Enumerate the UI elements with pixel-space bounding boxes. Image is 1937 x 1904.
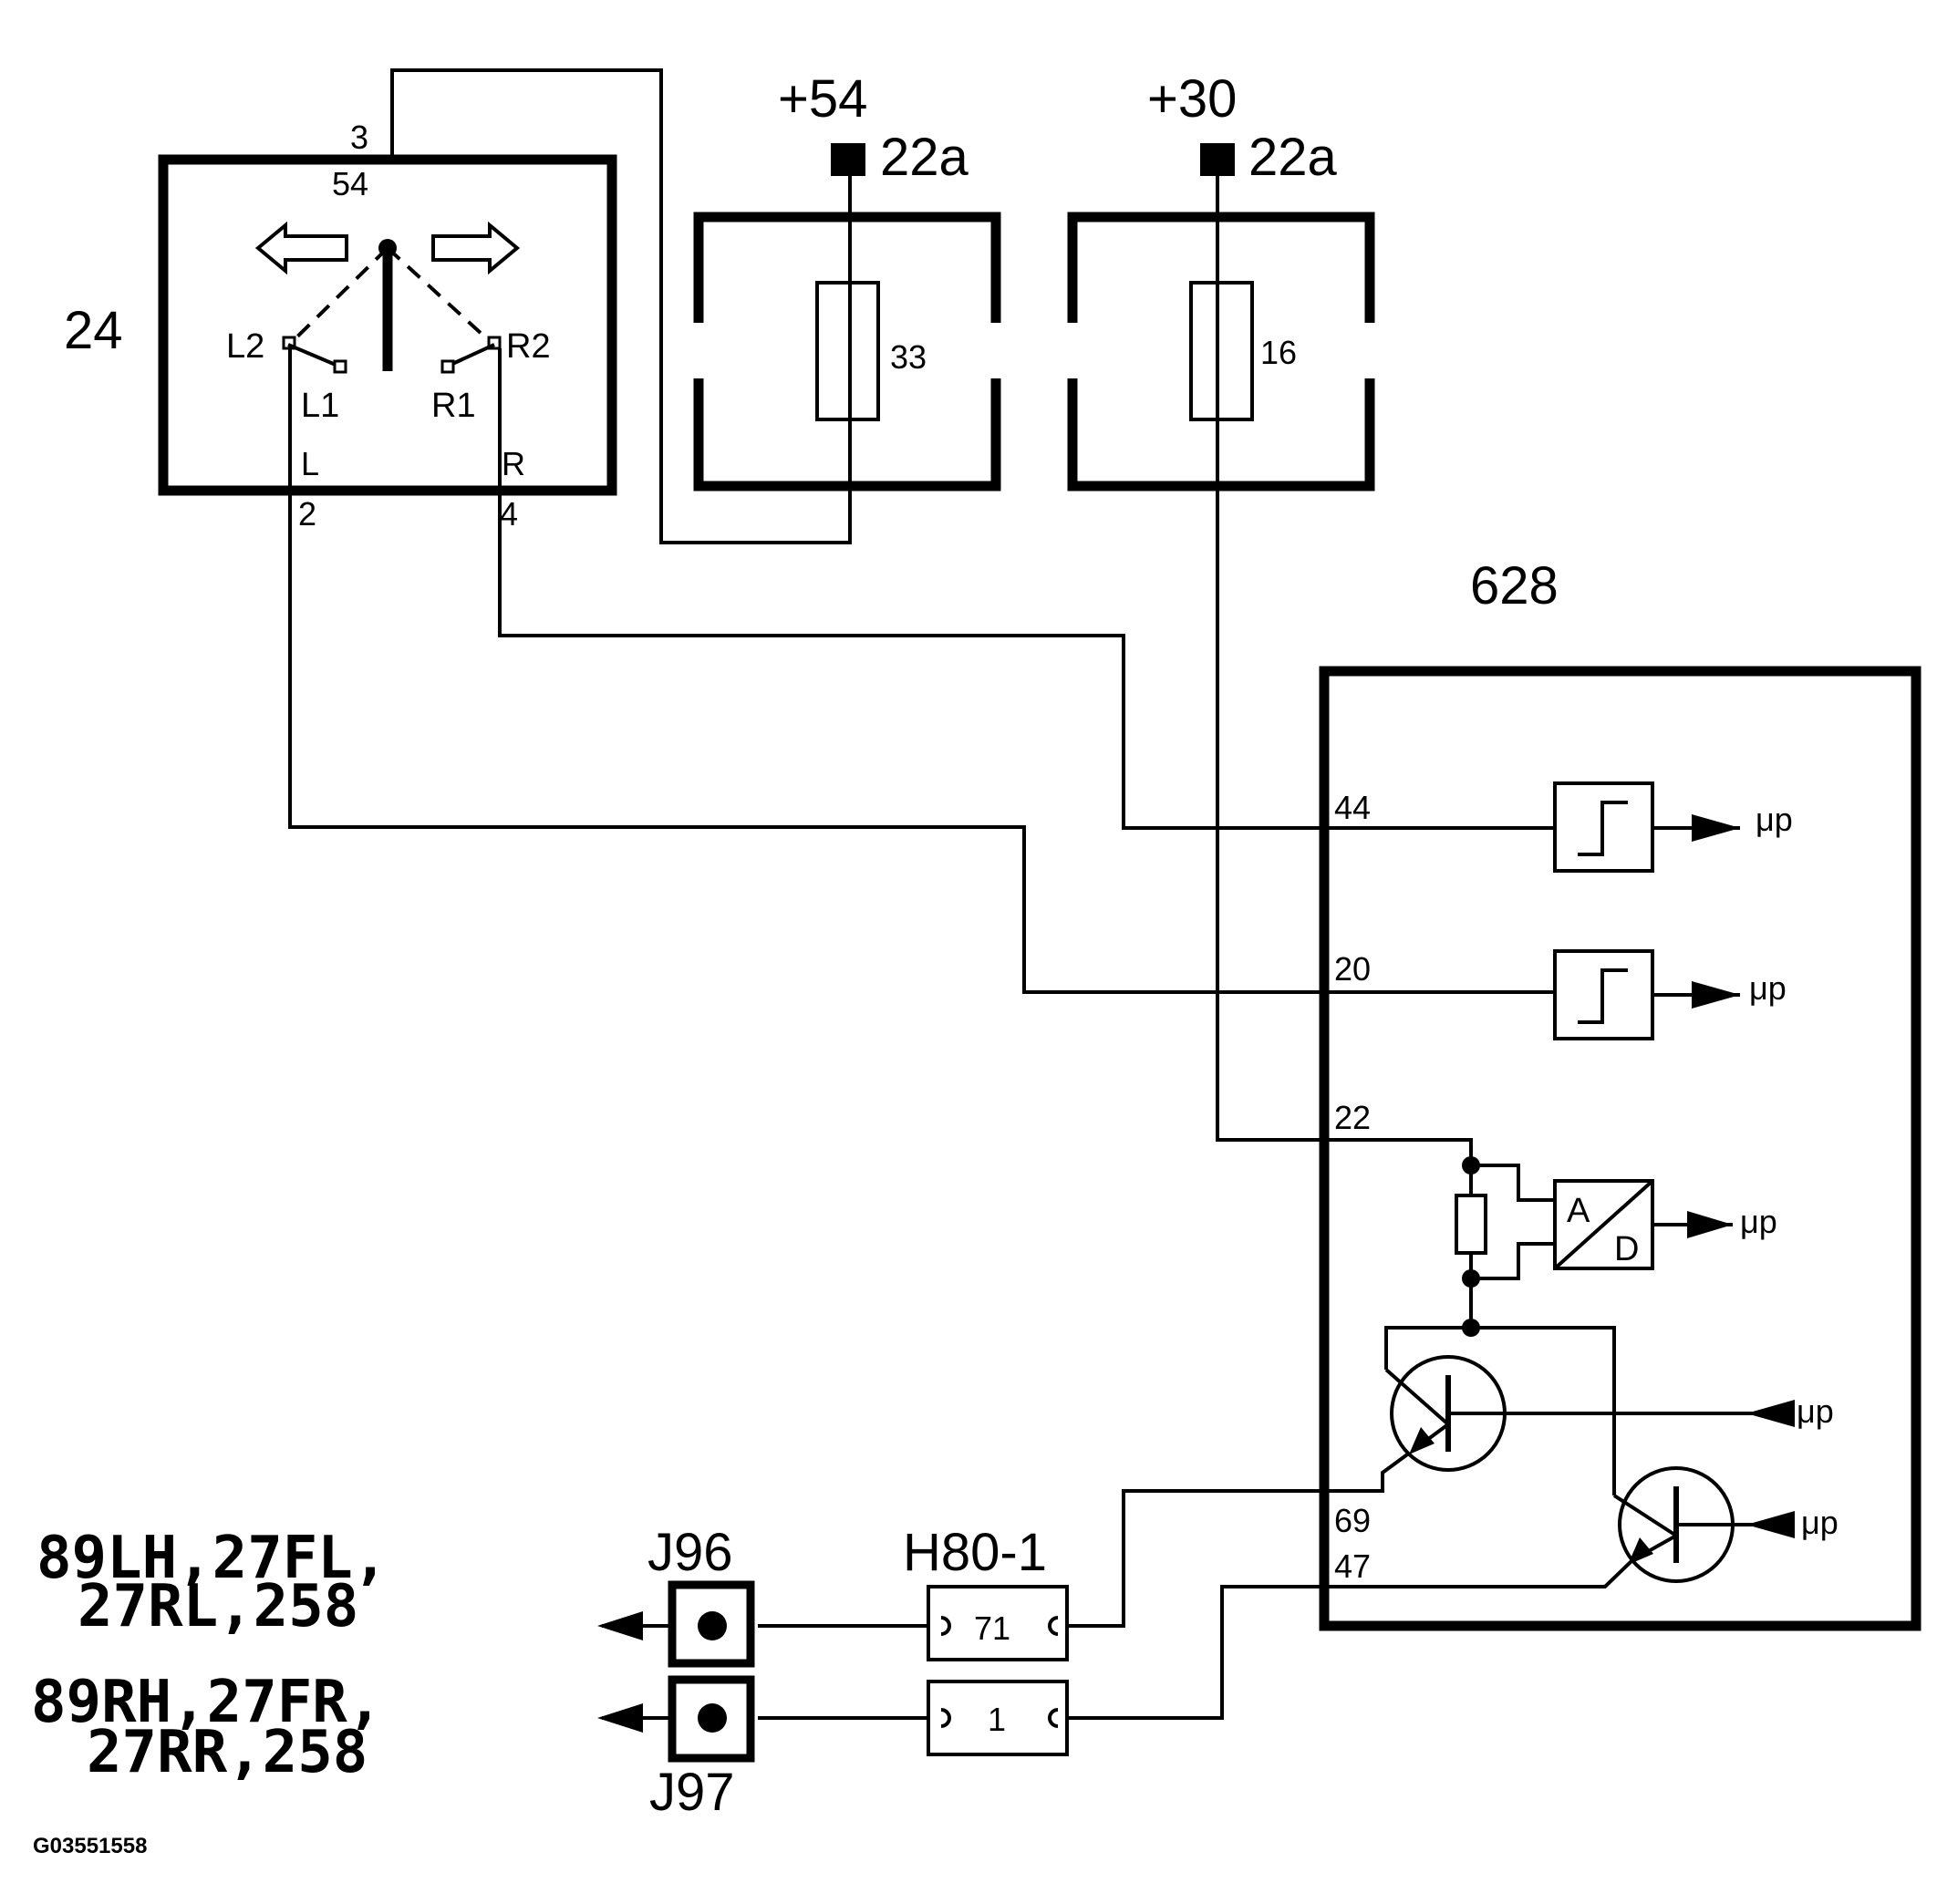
wire-pin4-pin44 (498, 348, 1555, 830)
contact-label-L1: L1 (301, 387, 339, 425)
contact-L1 (333, 359, 347, 374)
connector-h80-pin-71 (927, 1585, 1069, 1661)
module-pin-44: 44 (1334, 789, 1371, 826)
splice-j96-dot (698, 1611, 727, 1640)
socket-icon (940, 1708, 951, 1728)
ad-diagonal (1553, 1179, 1654, 1270)
splice-j96-label: J96 (647, 1523, 733, 1582)
terminal-22a-right (1200, 143, 1235, 176)
fuse-holder-54-frame (693, 212, 1001, 492)
splice-j97-dot (698, 1703, 727, 1733)
supply-30-label: +30 (1147, 69, 1237, 129)
ad-input-bottom (1471, 1242, 1555, 1280)
turn-signal-switch: 24 3 54 L2 L1 R2 R1 L R 2 4 (64, 119, 617, 533)
wire-h80-pin69 (1067, 1448, 1415, 1628)
up-label-44: μp (1756, 801, 1793, 838)
ref-left-line1: 89LH,27FL, (36, 1525, 388, 1592)
wire-h80-pin47 (1067, 1558, 1634, 1720)
switch-pin-L: L (301, 445, 319, 482)
transistor-1-collector (1384, 1368, 1450, 1426)
up-label-t1: μp (1797, 1392, 1834, 1430)
fuse-16-label: 16 (1260, 334, 1297, 371)
terminal-22a-left-label: 22a (880, 128, 969, 187)
module-pin-47: 47 (1334, 1547, 1371, 1585)
terminal-22a-right-label: 22a (1248, 128, 1338, 187)
control-module-628: 628 44 20 22 69 47 μp μp A D μp (1319, 556, 1921, 1631)
contact-label-L2: L2 (226, 327, 264, 366)
fuse-holder-54: +54 22a 33 (693, 69, 1001, 492)
emitter-arrow-icon (1628, 1537, 1653, 1565)
connector-h80-pin-1 (927, 1680, 1069, 1756)
left-arrow-icon (597, 1703, 643, 1733)
step-icon (1578, 968, 1628, 1024)
connector-h80-1: H80-1 71 1 (903, 1523, 1069, 1756)
right-arrow-icon (431, 221, 521, 275)
switch-pin-3: 3 (350, 119, 368, 156)
transistor-2-collector (1612, 1494, 1678, 1537)
wire-pin3-fuse33 (390, 68, 852, 544)
fuse-33 (815, 281, 880, 421)
ref-right-line1: 89RH,27FR, (31, 1669, 382, 1736)
ref-left-line2: 27RL,258 (78, 1573, 358, 1640)
up-label-t2: μp (1801, 1504, 1839, 1541)
image-code: G03551558 (33, 1834, 147, 1858)
up-label-20: μp (1749, 969, 1787, 1007)
connector-name: H80-1 (903, 1523, 1047, 1582)
step-icon (1578, 801, 1628, 856)
switch-pin-2: 2 (298, 495, 316, 533)
module-number: 628 (1470, 556, 1559, 616)
left-arrow-icon (254, 221, 348, 275)
module-pin-69: 69 (1334, 1502, 1371, 1539)
contact-R1 (440, 359, 455, 374)
lever-link-left (288, 246, 389, 346)
switch-pin-4: 4 (500, 495, 518, 533)
switch-box (158, 154, 617, 496)
left-arrow-icon (597, 1611, 643, 1640)
connector-pin-71: 71 (974, 1609, 1010, 1647)
input-arrow-icon (1746, 1400, 1795, 1427)
output-arrow-icon (1692, 981, 1740, 1009)
module-box (1319, 666, 1921, 1631)
splices: J96 J97 (597, 1523, 755, 1822)
ad-label-a: A (1567, 1192, 1590, 1230)
connector-pin-1: 1 (988, 1701, 1006, 1738)
socket-icon (1048, 1708, 1059, 1728)
socket-icon (1048, 1616, 1059, 1636)
output-arrow-icon (1687, 1211, 1733, 1238)
input-arrow-icon (1746, 1511, 1795, 1538)
wire-fuse16-pin22 (1216, 176, 1473, 1165)
splice-j97-label: J97 (649, 1763, 735, 1822)
wires (288, 68, 1634, 1720)
fuse-holder-30-frame (1067, 212, 1375, 492)
contact-R-blade (450, 343, 495, 367)
supply-54-label: +54 (778, 69, 867, 129)
output-arrow-icon (1692, 814, 1740, 842)
contact-label-R1: R1 (431, 387, 476, 425)
emitter-arrow-icon (1409, 1427, 1435, 1454)
shunt-resistor (1455, 1194, 1487, 1255)
switch-pin-R: R (502, 445, 525, 482)
ad-input-top (1471, 1164, 1555, 1202)
contact-label-R2: R2 (506, 327, 551, 366)
lever-link-right (386, 246, 494, 346)
fuse-33-label: 33 (890, 338, 927, 376)
ad-label-d: D (1614, 1230, 1639, 1268)
ref-right-line2: 27RR,258 (87, 1719, 368, 1786)
wire-pin2-pin20 (288, 348, 1555, 994)
switch-number: 24 (64, 301, 123, 360)
terminal-22a-left (831, 143, 865, 176)
up-label-ad: μp (1740, 1203, 1777, 1240)
contact-L-blade (287, 343, 337, 367)
socket-icon (940, 1616, 951, 1636)
switch-pin-54: 54 (332, 165, 368, 202)
reference-labels: 89LH,27FL, 27RL,258 89RH,27FR, 27RR,258 (31, 1525, 388, 1786)
module-pin-22: 22 (1334, 1099, 1371, 1136)
module-pin-20: 20 (1334, 950, 1371, 988)
fuse-holder-30: +30 22a 16 (1067, 69, 1375, 492)
fuse-16 (1189, 281, 1254, 421)
